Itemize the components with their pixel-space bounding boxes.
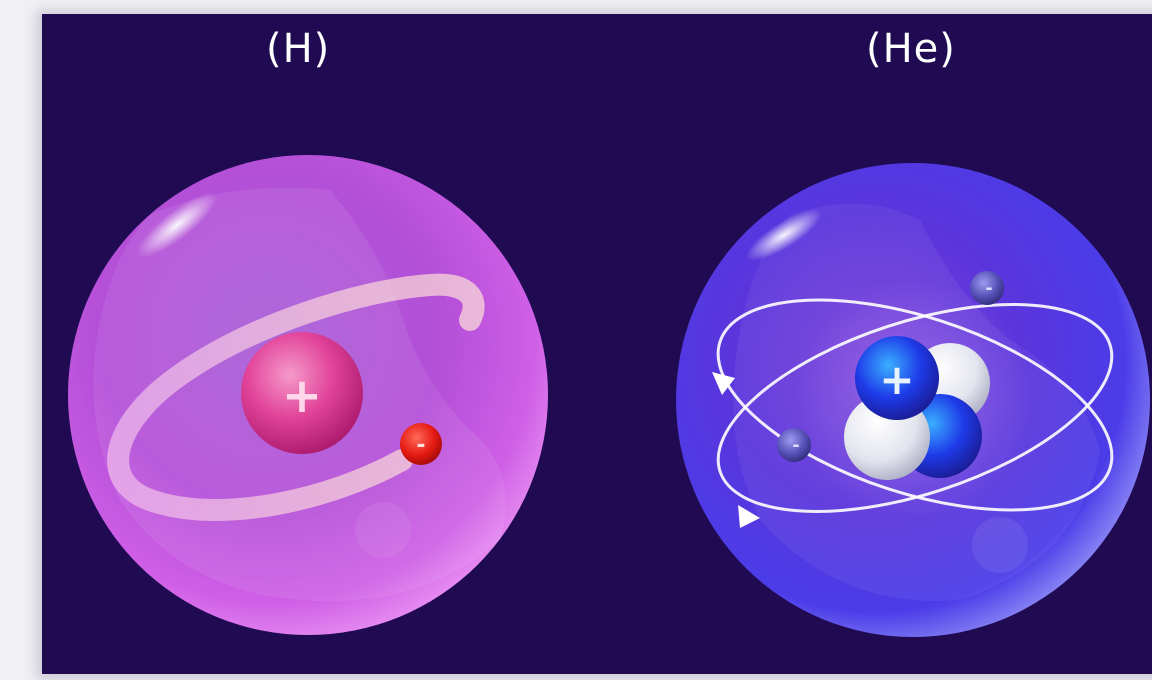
hydrogen-nucleus-charge: +: [282, 368, 322, 424]
helium-orbit-1: [716, 298, 1114, 512]
helium-electron-1-charge: -: [985, 278, 992, 299]
hydrogen-orbit: [107, 273, 485, 521]
helium-orbit-2: [716, 303, 1114, 513]
atoms-illustration: + - + -: [68, 155, 1150, 637]
helium-orbit-arrow-2: [738, 505, 760, 528]
helium-electron-2: [777, 428, 811, 462]
helium-proton-front: [855, 336, 939, 420]
hydrogen-atom: + -: [68, 155, 548, 635]
helium-sphere-reflection: [972, 517, 1028, 573]
helium-sphere-highlight: [746, 209, 822, 261]
hydrogen-sphere-highlight: [136, 192, 218, 258]
helium-atom: + - -: [676, 163, 1150, 637]
helium-proton-charge: +: [879, 355, 914, 404]
diagram-stage: + - + -: [36, 10, 1152, 680]
hydrogen-electron: [400, 423, 442, 465]
helium-orbit-arrow-1: [712, 372, 735, 395]
hydrogen-label: (H): [266, 26, 331, 72]
helium-label: (He): [866, 26, 956, 72]
hydrogen-sphere-reflection: [355, 502, 411, 558]
helium-electron-2-charge: -: [792, 435, 799, 456]
hydrogen-nucleus: [241, 332, 363, 454]
hydrogen-electron-charge: -: [416, 433, 425, 458]
helium-electron-1: [970, 271, 1004, 305]
